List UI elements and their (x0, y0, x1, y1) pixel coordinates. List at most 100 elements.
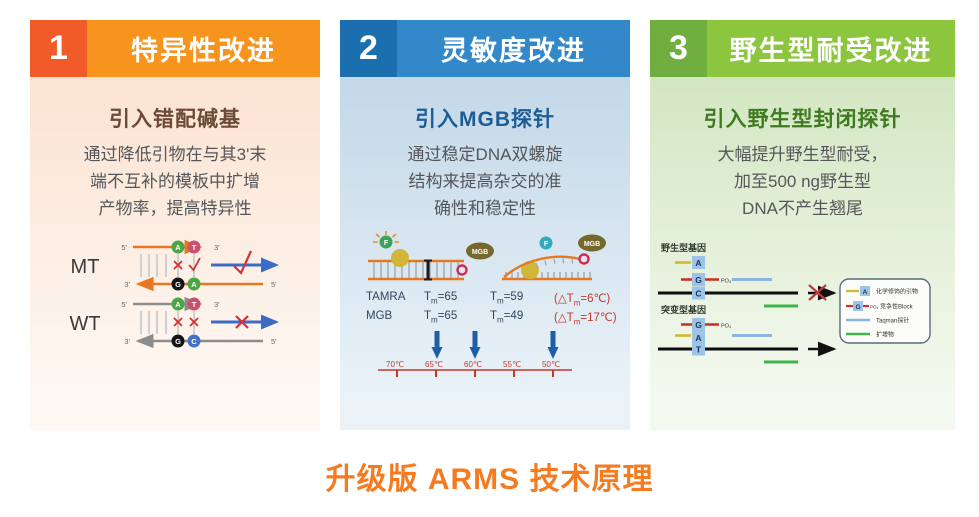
ring-icon (578, 252, 590, 265)
mgb-anchor-caps (424, 259, 432, 281)
axis-ticks (396, 370, 554, 378)
panel3-header: 3 野生型耐受改进 (650, 20, 955, 77)
wt-row-label: WT (69, 313, 100, 335)
legend-label: 竞争性Block (880, 302, 914, 310)
prime-label: 5' (271, 280, 277, 289)
tm-value: Tm=65 (424, 290, 458, 305)
mgb-oval-label: MGB (472, 248, 488, 255)
prime-label: 5' (121, 300, 127, 309)
base-letter: T (192, 299, 197, 308)
panel-specificity: 1 特异性改进 引入错配碱基 通过降低引物在与其3'末 端不互补的模板中扩增 产… (30, 20, 320, 430)
quencher-ball (391, 248, 409, 267)
down-arrow-icon (547, 331, 559, 360)
po4-label: PO₄ (721, 323, 732, 329)
prime-label: 3' (124, 280, 130, 289)
base-letter: G (695, 319, 702, 329)
panels-row: 1 特异性改进 引入错配碱基 通过降低引物在与其3'末 端不互补的模板中扩增 产… (30, 20, 955, 430)
prime-label: 5' (121, 243, 127, 252)
panel3-title: 野生型耐受改进 (707, 20, 955, 77)
table-row-label: TAMRA (366, 290, 406, 303)
base-pair-ticks (140, 310, 195, 334)
panel2-body: 引入MGB探针 通过稳定DNA双螺旋 结构来提高杂交的准 确性和稳定性 F M (340, 77, 630, 430)
panel1-number-badge: 1 (30, 20, 87, 77)
base-circle-T (187, 297, 201, 311)
fluorophore-circle (539, 236, 553, 250)
legend-base-box-G (853, 300, 863, 311)
base-letter: A (191, 279, 197, 288)
cross-icon (173, 316, 183, 327)
tm-value: Tm=49 (490, 309, 524, 325)
prime-label: 3' (124, 337, 130, 346)
base-letter: C (695, 288, 701, 298)
delta-tm-value: (△Tm=6℃) (554, 292, 611, 307)
tm-value: Tm=59 (490, 290, 524, 305)
blocking-probe-diagram: 野生型基因 A G PO₄ C (658, 242, 931, 364)
axis-tick-label: 50℃ (542, 360, 560, 369)
fluorescence-rays (373, 230, 399, 243)
base-box-G (692, 272, 705, 286)
panel3-description: 大幅提升野生型耐受， 加至500 ng野生型 DNA不产生翘尾 (717, 145, 888, 219)
temperature-axis-diagram: 70℃ 65℃ 60℃ 55℃ 50℃ (378, 331, 572, 378)
wildtype-gene-group: 野生型基因 A G PO₄ C (658, 242, 837, 308)
down-arrow-icon (431, 331, 443, 360)
prime-label: 3' (214, 300, 220, 309)
axis-tick-label: 65℃ (425, 360, 443, 369)
quencher-ball (521, 260, 539, 279)
base-letter: T (192, 242, 197, 251)
base-box-C (692, 286, 705, 300)
panel3-subtitle: 引入野生型封闭探针 (703, 108, 902, 131)
prime-label: 3' (214, 243, 220, 252)
panel1-body: 引入错配碱基 通过降低引物在与其3'末 端不互补的模板中扩增 产物率，提高特异性… (30, 77, 320, 430)
panel1-subtitle: 引入错配碱基 (109, 108, 241, 131)
panel2-title: 灵敏度改进 (397, 20, 630, 77)
panel2-description: 通过稳定DNA双螺旋 结构来提高杂交的准 确性和稳定性 (407, 145, 563, 219)
wildtype-gene-label: 野生型基因 (661, 242, 706, 253)
ladder-rungs (373, 261, 459, 278)
panel2-number-badge: 2 (340, 20, 397, 77)
legend-box: A 化学修饰的引物 G PO₄ 竞争性Block Taqman探针 扩增物 (839, 277, 931, 344)
axis-tick-label: 70℃ (386, 360, 404, 369)
po4-label: PO₄ (721, 278, 732, 284)
fluorophore-circle (379, 235, 393, 249)
mgb-oval (466, 242, 494, 260)
ring-icon (456, 263, 468, 276)
base-circle-A (187, 277, 201, 291)
base-letter: A (695, 257, 701, 267)
base-box-A (692, 330, 705, 344)
axis-tick-label: 55℃ (503, 360, 521, 369)
legend-label: 扩增物 (876, 330, 894, 338)
base-box-A (692, 255, 705, 269)
base-letter: A (695, 332, 701, 342)
delta-tm-value: (△Tm=17℃) (554, 311, 617, 327)
base-letter: G (695, 274, 702, 284)
cross-icon (235, 314, 249, 329)
probe-dissociating: F MGB (502, 234, 606, 280)
check-icon (188, 257, 201, 272)
panel3-number-badge: 3 (650, 20, 707, 77)
base-circle-A (171, 297, 185, 311)
tm-comparison-table: TAMRA Tm=65 Tm=59 (△Tm=6℃) MGB Tm=65 Tm=… (340, 291, 630, 327)
panel1-title: 特异性改进 (87, 20, 320, 77)
table-row-label: MGB (366, 309, 393, 322)
base-letter: A (175, 299, 181, 308)
base-box-G (692, 317, 705, 331)
probe-ticks (535, 257, 574, 268)
tm-value: Tm=65 (424, 309, 458, 325)
cross-icon (173, 259, 183, 270)
base-circle-A (171, 240, 185, 254)
panel-wildtype-tolerance: 3 野生型耐受改进 引入野生型封闭探针 大幅提升野生型耐受， 加至500 ng野… (650, 20, 955, 430)
base-circle-C (187, 334, 201, 348)
detached-probe-strand (503, 255, 581, 278)
base-letter: G (855, 303, 860, 310)
legend-label: Taqman探针 (876, 316, 909, 324)
base-letter: A (175, 242, 181, 251)
panel3-body: 引入野生型封闭探针 大幅提升野生型耐受， 加至500 ng野生型 DNA不产生翘… (650, 77, 955, 430)
cross-icon (808, 283, 827, 301)
panel2-subtitle: 引入MGB探针 (415, 108, 555, 131)
mismatch-base-diagram: MT 5' 3' A T 3' 5' G A (69, 239, 279, 348)
mgb-oval-label: MGB (584, 240, 600, 247)
base-box-T (692, 342, 705, 356)
base-pair-ticks (140, 253, 195, 277)
mutant-gene-label: 突变型基因 (661, 304, 706, 315)
mgb-oval (578, 234, 606, 252)
